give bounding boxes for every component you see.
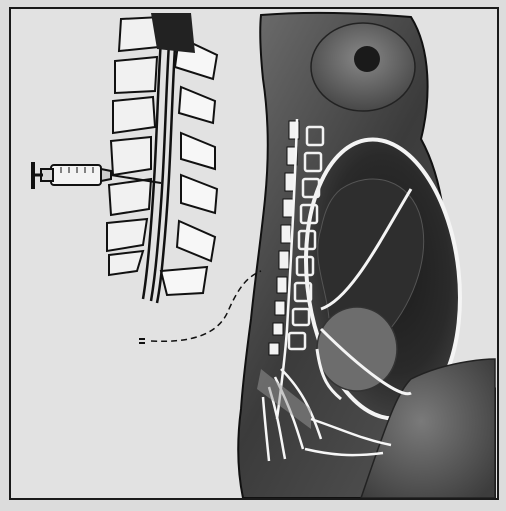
vertebra-2 (115, 57, 157, 93)
pointer-marker (139, 339, 145, 343)
figure-frame (9, 7, 499, 500)
fetal-head (317, 307, 397, 391)
vertebra-4 (111, 137, 151, 175)
body-silhouette (238, 13, 495, 498)
cord-top (151, 13, 195, 53)
vertebra-5 (109, 179, 151, 215)
spine-closeup (33, 13, 217, 303)
vertebrae (107, 17, 161, 275)
vertebra-3 (113, 97, 155, 133)
epidural-illustration (11, 9, 497, 498)
nipple (354, 46, 380, 72)
vertebra-6 (107, 219, 147, 251)
vertebra-7 (109, 251, 143, 275)
